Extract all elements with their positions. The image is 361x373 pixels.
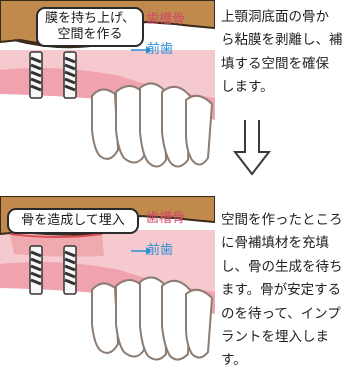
step2-illustration: 骨を造成して埋入: [0, 196, 215, 364]
step2-description-line: す。: [221, 352, 247, 369]
step2-description-line: のを待って、インプ: [221, 305, 341, 322]
step2-alveolar-bone: [0, 230, 215, 292]
step1-description-line: します。: [221, 79, 274, 96]
step2-bone-label: 歯槽骨: [146, 211, 186, 226]
step1-front-label: 前歯: [147, 42, 174, 57]
step1-description-line: ら粘膜を剥離し、補: [221, 32, 343, 49]
step1-teeth: [91, 82, 214, 168]
step1-callout-line: 空間を作る: [57, 27, 123, 42]
step2-description-line: ラントを埋入しま: [221, 329, 329, 346]
step1-jaw-diagram: [0, 0, 215, 168]
step2-front-arrow-head: [146, 247, 151, 255]
step1-callout: 膜を持ち上げ、 空間を作る: [36, 7, 144, 47]
step1-description-line: 填する空間を確保: [221, 55, 329, 72]
step2-description-line: し、骨の生成を待ち: [221, 258, 343, 275]
step2-description-line: 空間を作ったところ: [221, 212, 343, 228]
step2-teeth: [91, 276, 214, 361]
step2-description-line: に骨補填材を充填: [221, 235, 329, 252]
step1-front-arrow-head: [146, 46, 151, 54]
step2-front-label: 前歯: [147, 243, 174, 258]
step2-implant-right: [63, 245, 77, 295]
step2-description: 空間を作ったところ に骨補填材を充填 し、骨の生成を待ち ます。骨が安定する の…: [221, 209, 359, 373]
step2-callout: 骨を造成して埋入: [7, 208, 139, 234]
step1-implant-left: [29, 51, 43, 99]
step1-bone-label: 歯槽骨: [146, 12, 186, 27]
step1-description: 上顎洞底面の骨か ら粘膜を剥離し、補 填する空間を確保 します。: [221, 6, 359, 100]
step1-callout-line: 膜を持ち上げ、: [44, 11, 136, 26]
step2-implant-left: [29, 245, 43, 295]
step1-implant-right: [63, 51, 77, 99]
step2-callout-line: 骨を造成して埋入: [21, 213, 125, 228]
step2-graft-edge: [9, 233, 103, 238]
double-line-down-arrow-icon: [232, 120, 272, 176]
step1-illustration: 膜を持ち上げ、 空間を作る 歯槽骨 前歯: [0, 0, 215, 180]
step2-description-line: ます。骨が安定する: [221, 282, 342, 299]
step1-alveolar-bone: [0, 50, 215, 98]
step1-description-line: 上顎洞底面の骨か: [221, 9, 329, 25]
